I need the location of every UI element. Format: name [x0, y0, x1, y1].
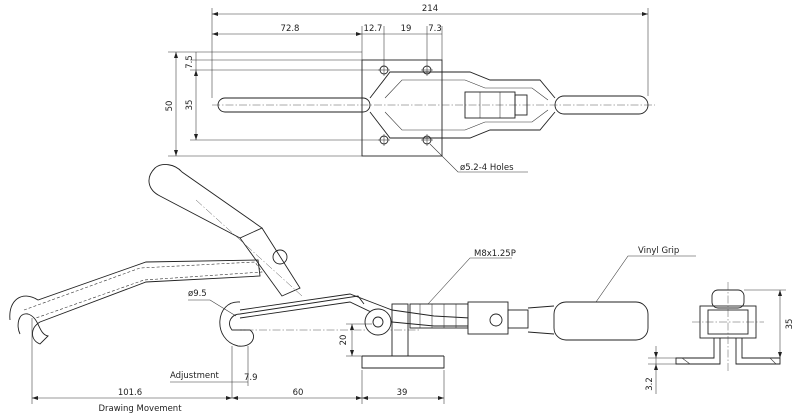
ghost-hook	[9, 259, 261, 345]
side-base	[361, 356, 445, 369]
label-holes: ø5.2-4 Holes	[460, 163, 514, 173]
dim-35-top: 35	[185, 100, 195, 111]
top-arm-lower-inner	[384, 109, 549, 131]
label-hook-diameter: ø9.5	[188, 289, 207, 299]
dim-19: 19	[401, 24, 412, 34]
dim-3-2: 3.2	[645, 377, 655, 391]
side-clevis	[507, 309, 529, 329]
top-view: 214 72.8 12.7 19 7.3 50 7.5 35 ø5.2-4 H	[165, 4, 655, 173]
dim-7-3: 7.3	[428, 24, 442, 34]
top-grip	[554, 95, 649, 115]
dim-72-8: 72.8	[281, 24, 300, 34]
dim-50: 50	[165, 101, 175, 112]
holes-leader	[429, 143, 528, 173]
label-adjustment: Adjustment	[170, 371, 219, 381]
pivot-inner	[372, 316, 384, 328]
ghost-grip	[148, 164, 263, 239]
ghost-handle	[239, 227, 301, 297]
dim-7-5: 7.5	[185, 55, 195, 69]
thread-leader	[427, 257, 512, 305]
dim-35-side: 35	[785, 319, 795, 330]
ghost-rod	[23, 261, 263, 319]
hook-leader	[188, 299, 237, 317]
top-washer	[514, 94, 528, 116]
label-thread: M8x1.25P	[474, 249, 516, 259]
top-base-plate	[361, 59, 443, 157]
side-bracket	[391, 303, 409, 357]
end-view: 35 3.2	[645, 282, 795, 394]
hook-outer	[219, 295, 365, 347]
dim-39: 39	[397, 388, 408, 398]
end-left-foot	[675, 338, 721, 365]
dim-12-7: 12.7	[364, 24, 383, 34]
pivot-outer	[364, 308, 392, 336]
top-arm-upper	[369, 71, 556, 99]
label-grip: Vinyl Grip	[638, 246, 679, 256]
top-arm-upper-inner	[384, 79, 549, 101]
ghost-pivot	[272, 249, 288, 265]
end-right-foot	[735, 338, 781, 365]
side-grip	[553, 301, 649, 341]
side-view: M8x1.25P Vinyl Grip ø9.5 20 Adjustment 7…	[9, 164, 696, 414]
side-nut-pin	[489, 313, 503, 327]
dim-7-9: 7.9	[244, 373, 258, 383]
top-arm-lower	[369, 111, 556, 139]
dim-20: 20	[339, 335, 349, 346]
rod-lower	[239, 301, 470, 327]
rod-upper	[239, 293, 471, 319]
dim-101-6: 101.6	[118, 388, 142, 398]
label-drawing-movement: Drawing Movement	[98, 404, 182, 414]
dim-214: 214	[422, 4, 438, 14]
dim-60: 60	[293, 388, 304, 398]
grip-leader	[595, 255, 696, 303]
